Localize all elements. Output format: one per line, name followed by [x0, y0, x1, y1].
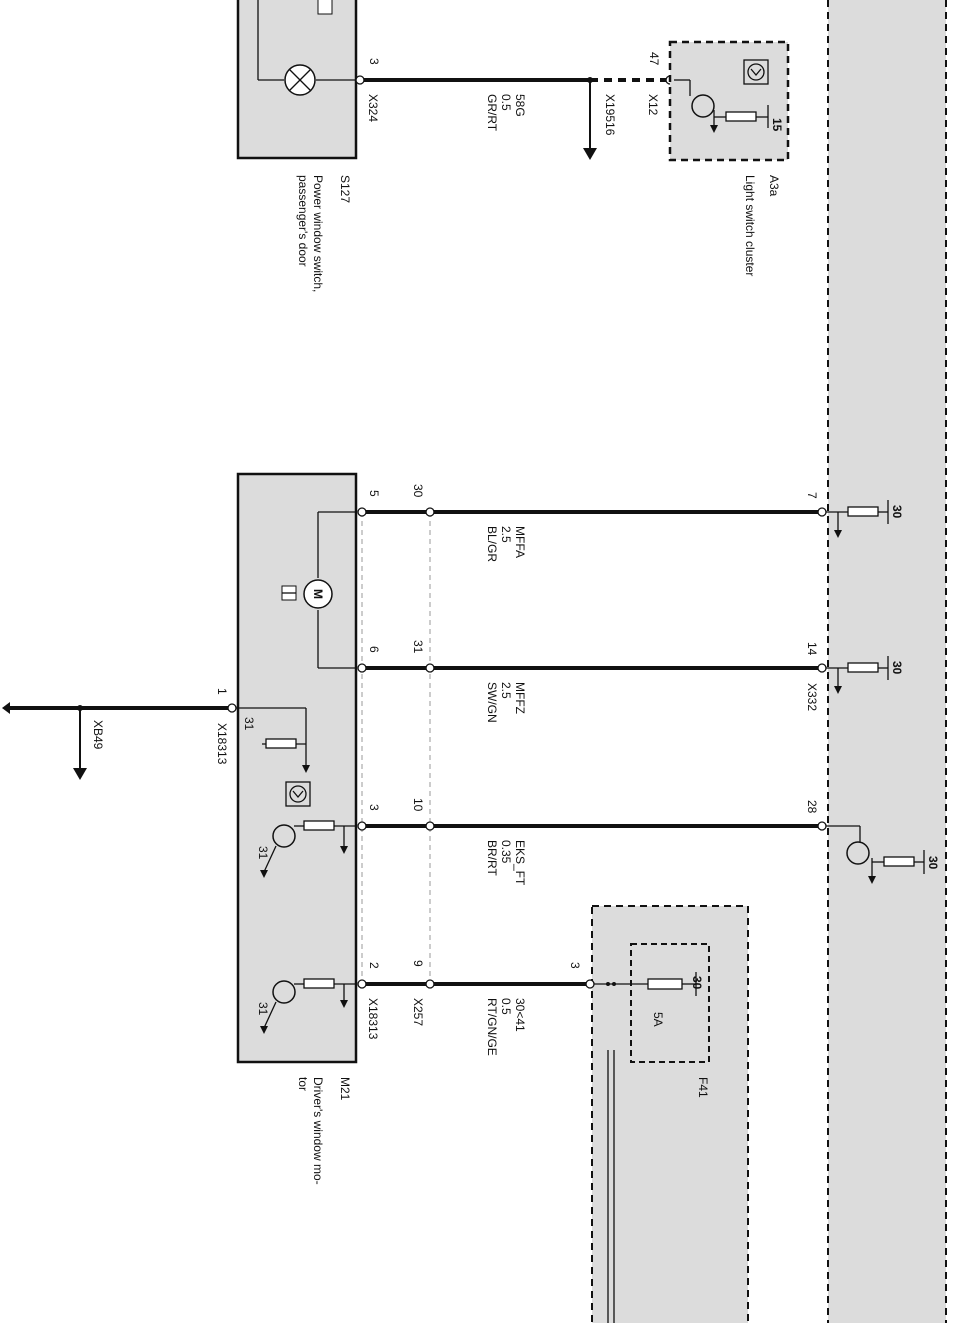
wire-mffa: [366, 507, 827, 517]
motor-icon: M: [281, 579, 333, 609]
x257-pin-10: 10: [411, 798, 425, 812]
module-pin-14: 14: [805, 642, 819, 656]
arrow-down-icon: [73, 768, 87, 780]
module-pin-28: 28: [805, 800, 819, 814]
module-connector-x332: X332: [805, 683, 819, 711]
s127-id: S127: [338, 175, 352, 203]
wire-eks-ft: [366, 821, 827, 831]
a3a-supply: 15: [770, 118, 784, 132]
wire-mffa-color: BL/GR: [485, 526, 499, 562]
module-circuit-14: [826, 656, 889, 694]
svg-text:M: M: [311, 589, 325, 599]
m21-name-line1: Driver's window mo-: [311, 1077, 325, 1185]
light-switch-icon: [743, 59, 769, 85]
wire-mffz: [366, 663, 827, 673]
wire-30-41-name: 30<41: [513, 998, 527, 1032]
wire-mffz-gauge: 2.5: [499, 682, 513, 699]
transistor-icon: [260, 978, 356, 1034]
window-switch-icon: [285, 781, 311, 807]
m21-pin-2: 2: [367, 962, 381, 969]
a3a-connector: X12: [646, 94, 660, 116]
x257-label: X257: [411, 998, 425, 1026]
wire-mffa-name: MFFA: [513, 526, 527, 558]
wire-58g-color: GR/RT: [485, 94, 499, 132]
module-pin-7: 7: [805, 492, 819, 499]
component-a3a: [668, 40, 790, 162]
m21-pin-top: 1: [215, 688, 229, 695]
m21-connector-bottom: X18313: [366, 998, 380, 1040]
x257-pin-9: 9: [411, 960, 425, 967]
fuse-icon: [594, 972, 697, 996]
m21-pin-5: 5: [367, 490, 381, 497]
module-circuit-28: [826, 825, 925, 884]
wire-eks-ft-gauge: 0.35: [499, 840, 513, 864]
module-supply-7: 30: [890, 505, 904, 519]
junction-x19516: X19516: [603, 94, 617, 136]
s127-connector: X324: [366, 94, 380, 122]
wire-mffz-name: MFFZ: [513, 682, 527, 714]
control-module: [827, 0, 947, 1323]
component-m21: M: [236, 472, 435, 1064]
label-layer: 3 X324 S127 Power window switch, passeng…: [91, 52, 940, 1185]
transistor-icon: [260, 820, 356, 878]
a3a-name: Light switch cluster: [743, 175, 757, 276]
a3a-id: A3a: [767, 175, 781, 197]
m21-connector-top: X18313: [215, 723, 229, 765]
lamp-icon: [284, 64, 316, 96]
wire-eks-ft-name: EKS_FT: [513, 840, 527, 886]
module-circuit-7: [826, 500, 889, 538]
a3a-pin: 47: [647, 52, 661, 66]
module-supply-28: 30: [926, 856, 940, 870]
wire-58g: [364, 75, 675, 160]
wire-30-41-gauge: 0.5: [499, 998, 513, 1015]
transistor-icon: [691, 94, 715, 118]
m21-name-line2: tor: [296, 1077, 310, 1091]
module-supply-14: 30: [890, 661, 904, 675]
m21-gnd-31: 31: [242, 717, 256, 731]
wire-30-41: [366, 979, 595, 989]
x257-pin-30: 30: [411, 484, 425, 498]
s127-name-line2: passenger's door: [296, 175, 310, 267]
wire-eks-ft-color: BR/RT: [485, 840, 499, 876]
wire-58g-name: 58G: [513, 94, 527, 117]
xb49-label: XB49: [91, 720, 105, 750]
m21-pin-6: 6: [367, 646, 381, 653]
transistor-icon: [846, 841, 870, 865]
arrow-down-icon: [583, 148, 597, 160]
f41-rating: 5A: [651, 1012, 665, 1027]
wire-30-41-color: RT/GN/GE: [485, 998, 499, 1056]
wire-mffz-color: SW/GN: [485, 682, 499, 723]
x257-pin-31: 31: [411, 640, 425, 654]
f41-id: F41: [696, 1077, 710, 1098]
s127-pin: 3: [367, 58, 381, 65]
wire-mffa-gauge: 2.5: [499, 526, 513, 543]
fuse-box-f41: [591, 905, 749, 1323]
m21-transistor-gnd-b: 31: [256, 1002, 270, 1016]
wire-58g-gauge: 0.5: [499, 94, 513, 111]
s127-name-line1: Power window switch,: [311, 175, 325, 292]
f41-supply: 30: [690, 976, 704, 990]
m21-pin-3: 3: [367, 804, 381, 811]
m21-id: M21: [338, 1077, 352, 1101]
f41-pin: 3: [568, 962, 582, 969]
wire-xb49: [2, 702, 237, 780]
m21-transistor-gnd-a: 31: [256, 846, 270, 860]
component-s127: [236, 0, 365, 160]
